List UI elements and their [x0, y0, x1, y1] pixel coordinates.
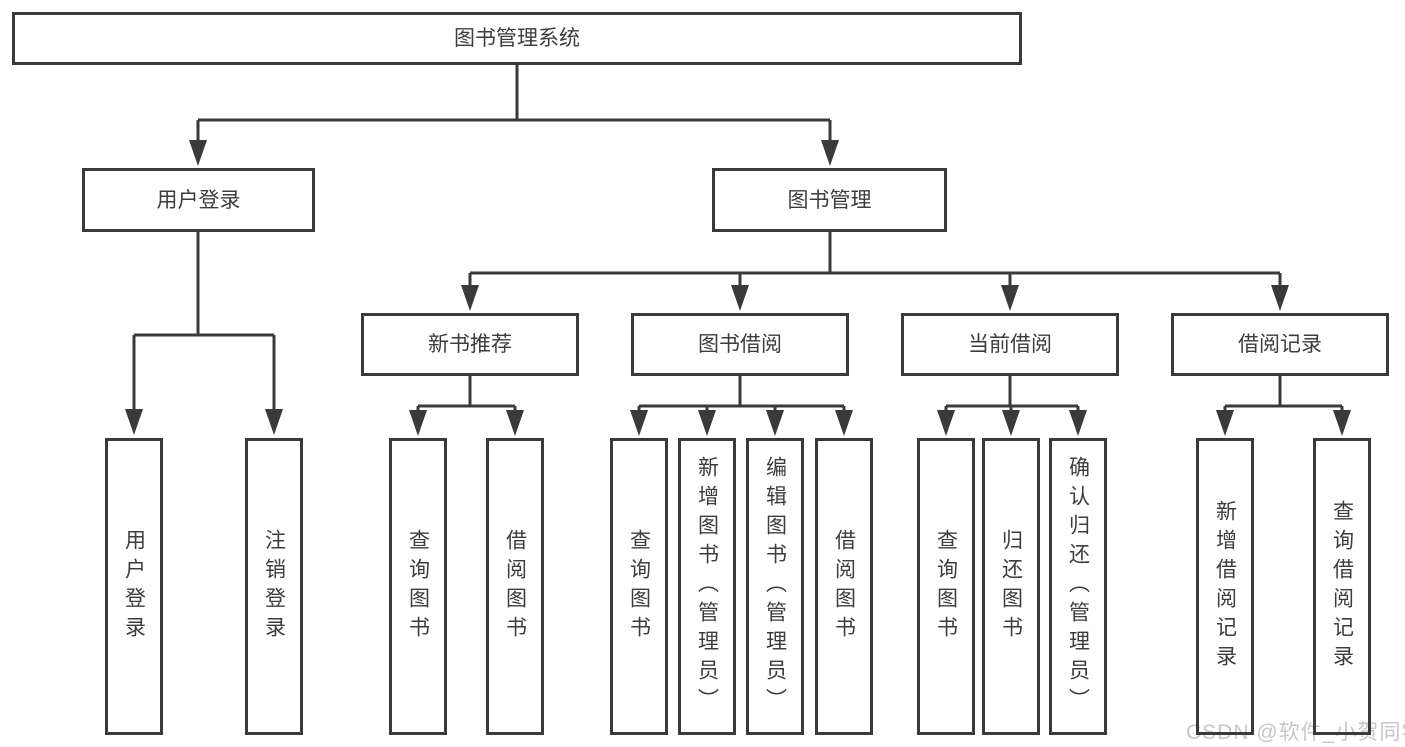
leaf-borrowing-add-books-admin: 新增图书（管理员） [678, 438, 736, 735]
leaf-user-login: 用户登录 [105, 438, 163, 735]
node-current-borrowing: 当前借阅 [901, 313, 1119, 376]
leaf-recommend-borrow-books: 借阅图书 [486, 438, 544, 735]
connector-shafts [132, 65, 1344, 412]
watermark: CSDN @软件_小贺同学 [1186, 721, 1405, 744]
node-user-login: 用户登录 [82, 168, 315, 232]
leaf-borrowing-borrow-books: 借阅图书 [815, 438, 873, 735]
leaf-logout-login: 注销登录 [245, 438, 303, 735]
leaf-borrowing-query-books: 查询图书 [610, 438, 668, 735]
leaf-records-add-borrow-record: 新增借阅记录 [1196, 438, 1254, 735]
node-book-borrowing: 图书借阅 [631, 313, 849, 376]
arrowhead-icons [125, 140, 1351, 436]
leaf-records-query-borrow-record: 查询借阅记录 [1313, 438, 1371, 735]
leaf-current-confirm-return-admin: 确认归还（管理员） [1049, 438, 1107, 735]
leaf-borrowing-edit-books-admin: 编辑图书（管理员） [746, 438, 804, 735]
node-new-book-recommendation: 新书推荐 [361, 313, 579, 376]
node-library-management-system: 图书管理系统 [12, 12, 1022, 65]
leaf-recommend-query-books: 查询图书 [389, 438, 447, 735]
leaf-current-return-books: 归还图书 [982, 438, 1040, 735]
node-borrowing-records: 借阅记录 [1171, 313, 1389, 376]
leaf-current-query-books: 查询图书 [917, 438, 975, 735]
node-book-management: 图书管理 [712, 168, 947, 232]
